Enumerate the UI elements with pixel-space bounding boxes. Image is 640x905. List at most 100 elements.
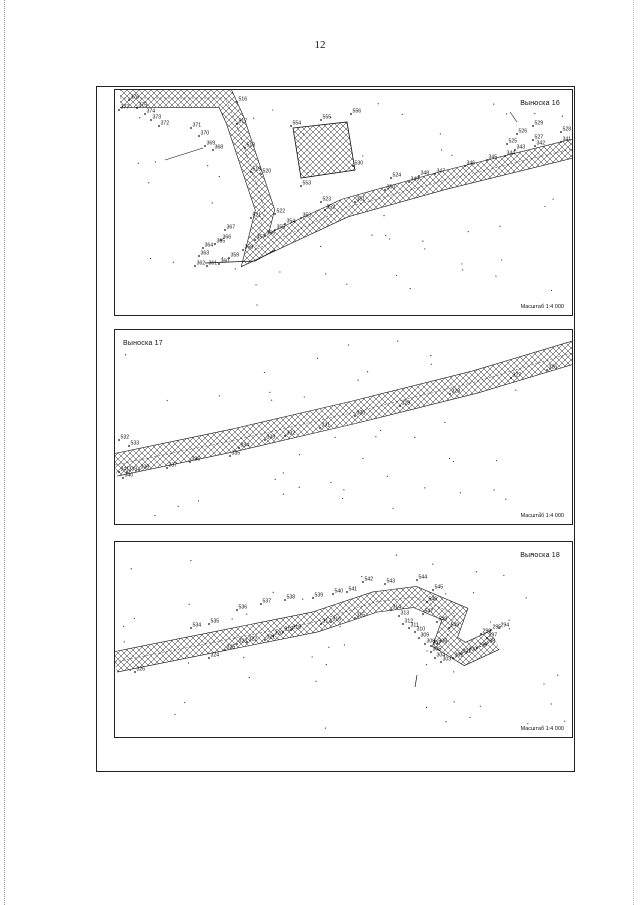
survey-point <box>194 265 196 267</box>
point-label: 321 <box>267 635 276 641</box>
point-label: 359 <box>231 253 240 259</box>
point-label: 347 <box>437 169 446 175</box>
point-label: 360 <box>221 259 230 265</box>
point-label: 300 <box>469 647 478 653</box>
point-label: 330 <box>357 411 366 417</box>
survey-point <box>320 201 322 203</box>
point-label: 525 <box>509 139 518 145</box>
survey-point <box>320 119 322 121</box>
point-label: 366 <box>223 235 232 241</box>
survey-point <box>198 255 200 257</box>
point-label: 530 <box>355 161 364 167</box>
survey-point <box>422 613 424 615</box>
point-label: 333 <box>267 435 276 441</box>
point-label: 313 <box>401 611 410 617</box>
survey-point <box>430 651 432 653</box>
point-label: 303 <box>443 657 452 663</box>
point-label: 295 <box>493 625 502 631</box>
point-label: 377 <box>121 105 130 111</box>
survey-point <box>284 435 286 437</box>
survey-point <box>312 597 314 599</box>
survey-point <box>426 601 428 603</box>
survey-point <box>408 627 410 629</box>
point-label: 344 <box>507 151 516 157</box>
point-label: 314 <box>393 605 402 611</box>
survey-point <box>352 165 354 167</box>
point-label: 334 <box>241 443 250 449</box>
survey-point <box>284 223 286 225</box>
point-label: 336 <box>192 457 201 463</box>
point-label: 543 <box>387 579 396 585</box>
inset-17-corridor <box>115 340 572 477</box>
survey-point <box>448 627 450 629</box>
survey-point <box>464 165 466 167</box>
point-label: 348 <box>421 171 430 177</box>
point-label: 519 <box>253 167 262 173</box>
point-label: 324 <box>211 653 220 659</box>
survey-point <box>118 109 120 111</box>
survey-point <box>384 583 386 585</box>
survey-point <box>290 125 292 127</box>
survey-point <box>384 189 386 191</box>
point-label: 335 <box>232 451 241 457</box>
point-label: 545 <box>435 585 444 591</box>
survey-point <box>236 123 238 125</box>
point-label: 541 <box>349 587 358 593</box>
point-label: 372 <box>161 121 170 127</box>
survey-point <box>166 467 168 469</box>
point-label: 328 <box>452 389 461 395</box>
survey-point <box>414 631 416 633</box>
inset-16-corridor <box>120 90 572 268</box>
point-label: 355 <box>277 225 286 231</box>
page-number: 12 <box>314 39 326 51</box>
survey-point <box>212 149 214 151</box>
survey-point <box>434 173 436 175</box>
point-label: 546 <box>429 597 438 603</box>
survey-point <box>228 257 230 259</box>
point-label: 350 <box>387 185 396 191</box>
survey-point <box>362 581 364 583</box>
point-label: 522 <box>277 209 286 215</box>
survey-point <box>250 171 252 173</box>
point-label: 308 <box>427 639 436 645</box>
survey-point <box>138 469 140 471</box>
survey-point <box>250 217 252 219</box>
survey-point <box>354 617 356 619</box>
survey-point <box>206 265 208 267</box>
survey-point <box>236 609 238 611</box>
point-label: 315 <box>357 613 366 619</box>
survey-point <box>118 471 120 473</box>
survey-point <box>402 623 404 625</box>
inset-16-scale: Масштаб 1:4 000 <box>520 304 564 310</box>
survey-point <box>229 455 231 457</box>
survey-point <box>486 637 488 639</box>
point-label: 329 <box>402 401 411 407</box>
survey-point <box>449 393 451 395</box>
survey-point <box>118 439 120 441</box>
point-label: 523 <box>323 197 332 203</box>
inset-16-parcel <box>292 121 356 179</box>
point-label: 341 <box>121 467 130 473</box>
point-label: 356 <box>267 231 276 237</box>
point-label: 316 <box>333 617 342 623</box>
point-label: 362 <box>197 261 206 267</box>
point-label: 311 <box>411 623 419 629</box>
survey-point <box>128 99 130 101</box>
point-label: 536 <box>239 605 248 611</box>
point-label: 299 <box>479 643 488 649</box>
point-label: 368 <box>215 145 224 151</box>
survey-point <box>202 247 204 249</box>
survey-point <box>424 643 426 645</box>
point-label: 326 <box>137 667 146 673</box>
point-label: 542 <box>365 577 374 583</box>
survey-point <box>418 637 420 639</box>
point-label: 340 <box>125 473 134 479</box>
survey-point <box>399 405 401 407</box>
survey-point <box>274 213 276 215</box>
point-label: 529 <box>535 121 544 127</box>
survey-point <box>330 621 332 623</box>
survey-point <box>246 641 248 643</box>
point-label: 358 <box>245 245 254 251</box>
